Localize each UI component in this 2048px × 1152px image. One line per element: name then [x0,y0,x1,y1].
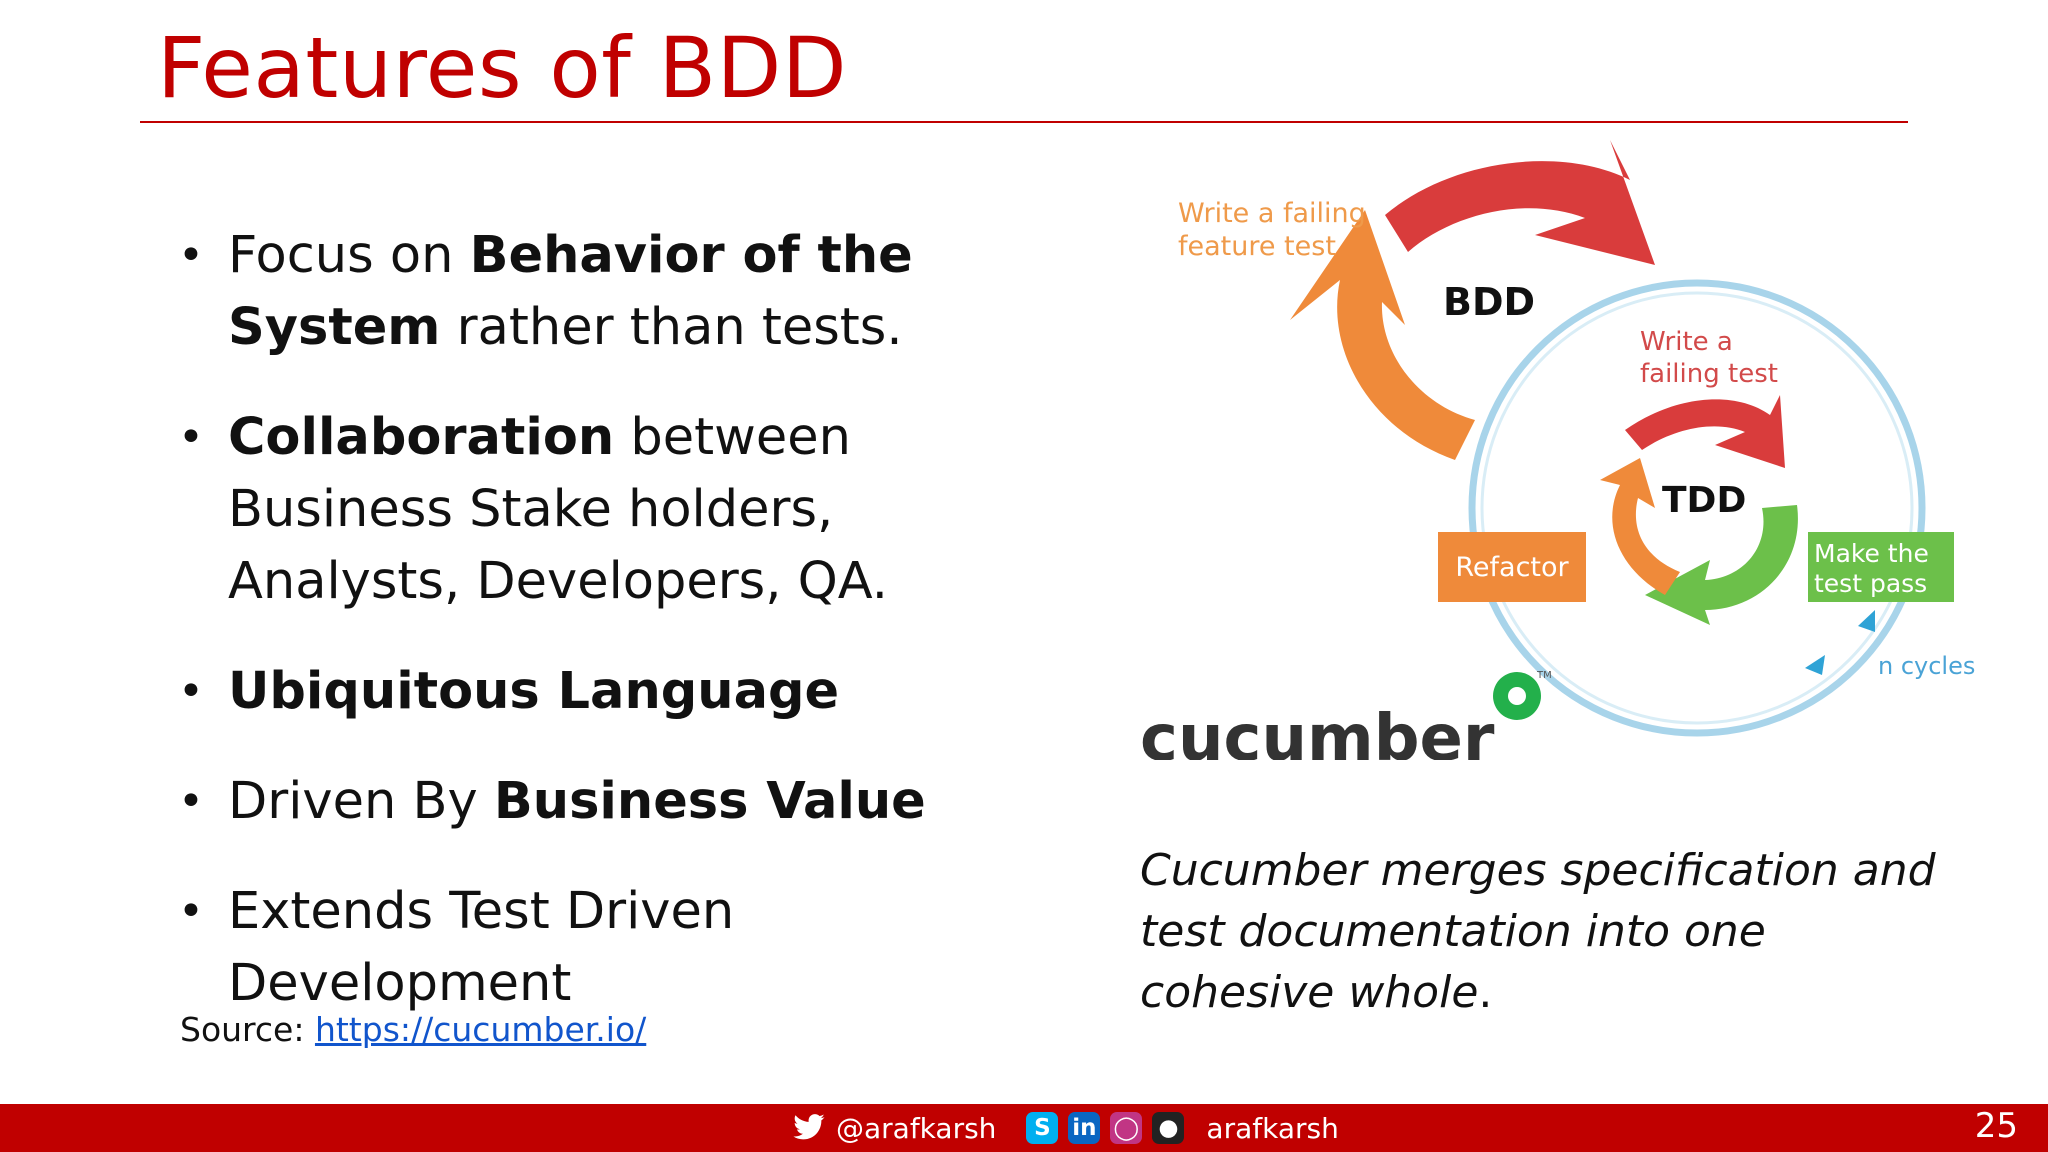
make-pass-line1: Make the [1814,539,1929,568]
tdd-red-arrow [1625,395,1785,468]
bullet-item: Ubiquitous Language [178,656,1078,728]
linkedin-icon[interactable]: in [1068,1112,1101,1144]
bullet-item: Driven By Business Value [178,766,1078,838]
refactor-box [1438,532,1586,602]
refactor-label: Refactor [1455,552,1569,583]
twitter-handle[interactable]: @arafkarsh [836,1111,997,1145]
footer-social: @arafkarsh S in ◯ ● arafkarsh [792,1108,1339,1148]
write-failing-test-line1: Write a [1640,327,1733,357]
cucumber-quote: Cucumber merges specification and test d… [1140,840,1940,1023]
bullet-item: Collaboration between Business Stake hol… [178,402,1078,618]
source-label: Source: [180,1010,315,1049]
bdd-label: BDD [1443,280,1535,324]
page-number: 25 [1974,1106,2018,1146]
write-failing-feature-line2: feature test [1178,231,1336,262]
bdd-orange-arrow [1290,210,1475,460]
make-pass-line2: test pass [1814,569,1927,598]
instagram-icon[interactable]: ◯ [1110,1112,1143,1144]
make-pass-box [1808,532,1954,602]
bdd-tdd-cycle-diagram: Write a failing feature test BDD Write a… [1140,140,1975,760]
tdd-label: TDD [1662,480,1746,521]
cucumber-logo: cucumber TM [1140,670,1552,760]
cycle-arrow-icon [1805,655,1825,675]
quote-end: . [1478,967,1493,1018]
twitter-icon[interactable] [792,1113,826,1143]
bullet-text: between Business Stake holders, Analysts… [228,408,889,611]
bdd-red-arrow [1385,140,1655,265]
cucumber-logo-center [1508,687,1526,705]
cycle-ring [1468,279,1926,737]
bullet-item: Focus on Behavior of the System rather t… [178,220,1078,364]
social-handle[interactable]: arafkarsh [1206,1111,1339,1145]
cucumber-wordmark: cucumber [1140,702,1495,760]
quote-text: Cucumber merges specification and test d… [1140,845,1936,1018]
footer-bar: @arafkarsh S in ◯ ● arafkarsh 25 [0,1104,2048,1152]
cycle-arrow-icon [1858,610,1875,632]
source-note: Source: https://cucumber.io/ [180,1010,646,1049]
github-icon[interactable]: ● [1152,1112,1185,1144]
tdd-orange-arrow [1600,458,1680,595]
bullet-bold: Business Value [493,772,926,831]
bullet-item: Extends Test Driven Development [178,876,1078,1020]
title-divider [140,121,1908,123]
bullet-text: Focus on [228,226,470,285]
cycle-ring-inner [1480,291,1914,725]
tdd-green-arrow [1645,505,1798,625]
n-cycles-label: n cycles [1878,652,1975,680]
source-link[interactable]: https://cucumber.io/ [314,1010,647,1049]
bullet-bold: Ubiquitous Language [228,662,840,721]
slide-title: Features of BDD [157,19,848,117]
bullet-text: rather than tests. [440,298,903,357]
skype-icon[interactable]: S [1026,1112,1059,1144]
bullet-text: Driven By [228,772,494,831]
trademark: TM [1536,670,1552,681]
bullet-bold: Collaboration [228,408,615,467]
bullet-text: Extends Test Driven Development [228,882,735,1013]
write-failing-feature-line1: Write a failing [1178,198,1366,229]
bullet-bold: Behavior of the System [228,226,913,357]
write-failing-test-line2: failing test [1640,359,1778,389]
feature-list: Focus on Behavior of the System rather t… [178,220,1078,1020]
